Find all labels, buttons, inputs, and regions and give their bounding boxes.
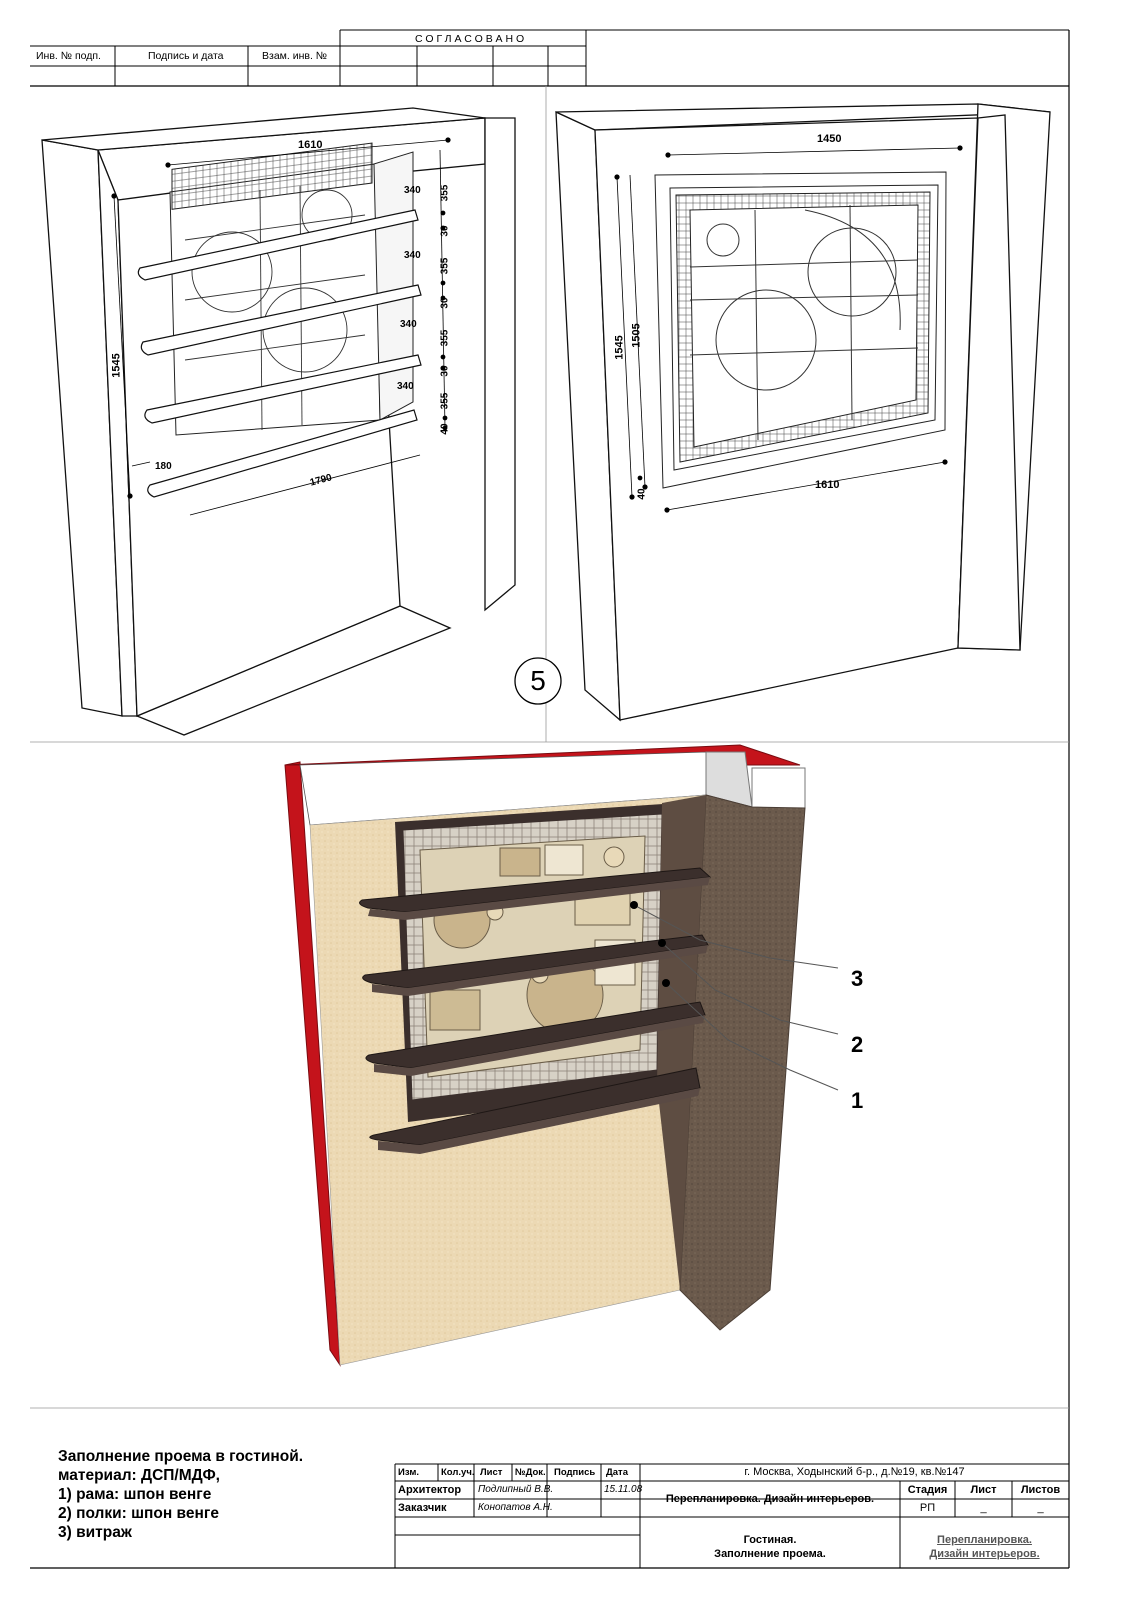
header-soglasovano: СОГЛАСОВАНО (415, 33, 528, 45)
dim-shelf-3: 30 (439, 365, 451, 377)
tb-sheets-value: _ (1037, 1502, 1044, 1514)
right-dimension-lines (614, 145, 963, 513)
tb-stage-value: РП (919, 1502, 936, 1514)
dim-outer-width: 1610 (815, 479, 840, 491)
tb-role-architect: Архитектор (398, 1484, 462, 1496)
tb-project: Перепланировка. Дизайн интерьеров. (665, 1493, 875, 1505)
tb-client-name: Конопатов А.Н. (478, 1502, 553, 1513)
tb-col-ndok: №Док. (515, 1467, 546, 1478)
tb-sheets-label: Листов (1020, 1484, 1061, 1496)
dim-height-left: 1545 (110, 353, 123, 378)
dim-depth-3: 340 (400, 319, 417, 330)
tb-firm-1: Перепланировка. (937, 1534, 1032, 1546)
tb-sheet-value: _ (980, 1502, 987, 1514)
dim-shelf-2: 30 (439, 297, 451, 309)
left-dimension-lines (111, 137, 451, 516)
tb-drawing-title-1: Гостиная. (743, 1534, 797, 1546)
tb-address: г. Москва, Ходынский б-р., д.№19, кв.№14… (744, 1466, 965, 1478)
callout-3: 3 (851, 966, 864, 991)
dim-inner-height: 1505 (630, 323, 643, 348)
material-notes: Заполнение проема в гостиной. материал: … (58, 1447, 303, 1542)
dim-shelf-1: 30 (439, 225, 451, 237)
title-block-lines (394, 1463, 1069, 1568)
dim-gap-4: 355 (439, 392, 451, 410)
callout-2: 2 (851, 1032, 864, 1057)
tb-firm-2: Дизайн интерьеров. (929, 1548, 1040, 1560)
tb-col-podpis: Подпись (554, 1467, 596, 1478)
notes-item-1: 1) рама: шпон венге (58, 1486, 212, 1503)
callout-1: 1 (851, 1088, 864, 1113)
dim-frame: 40 (636, 488, 648, 500)
dim-gap-3: 355 (439, 329, 451, 347)
tb-col-izm: Изм. (398, 1467, 419, 1478)
dim-inner-width: 1450 (817, 133, 842, 145)
tb-col-data: Дата (606, 1467, 628, 1478)
header-inv-podl: Инв. № подп. (36, 50, 101, 62)
sheet-marker: 5 (530, 665, 546, 696)
notes-item-2: 2) полки: шпон венге (58, 1505, 219, 1522)
notes-item-3: 3) витраж (58, 1524, 132, 1541)
header-vzam: Взам. инв. № (262, 50, 328, 62)
dim-gap-1: 355 (439, 184, 451, 202)
dim-outer-height: 1545 (613, 335, 626, 360)
header-podpis-data: Подпись и дата (148, 50, 224, 62)
dim-depth-2: 340 (404, 250, 421, 261)
dim-depth-4: 340 (397, 381, 414, 392)
sheet-marker-circle (514, 657, 562, 705)
tb-role-client: Заказчик (398, 1502, 447, 1514)
tb-col-kol: Кол.уч. (441, 1467, 475, 1478)
dim-bottom-depth: 180 (155, 461, 172, 472)
tb-stage-label: Стадия (907, 1484, 948, 1496)
tb-drawing-title-2: Заполнение проема. (714, 1548, 826, 1560)
notes-title: Заполнение проема в гостиной. (58, 1448, 304, 1465)
dim-shelf-bottom: 40 (439, 423, 451, 435)
tb-col-list: Лист (480, 1467, 503, 1478)
right-frame (654, 171, 947, 489)
tb-architect-name: Подлипный В.В. (478, 1484, 554, 1495)
left-shelves (137, 209, 422, 498)
tb-sheet-label: Лист (970, 1484, 997, 1496)
tb-date: 15.11.08 (604, 1484, 643, 1495)
dim-gap-2: 355 (439, 257, 451, 275)
notes-material: материал: ДСП/МДФ, (58, 1467, 220, 1484)
dim-depth-1: 340 (404, 185, 421, 196)
dim-width-top: 1610 (298, 139, 323, 151)
color-render (284, 744, 839, 1367)
